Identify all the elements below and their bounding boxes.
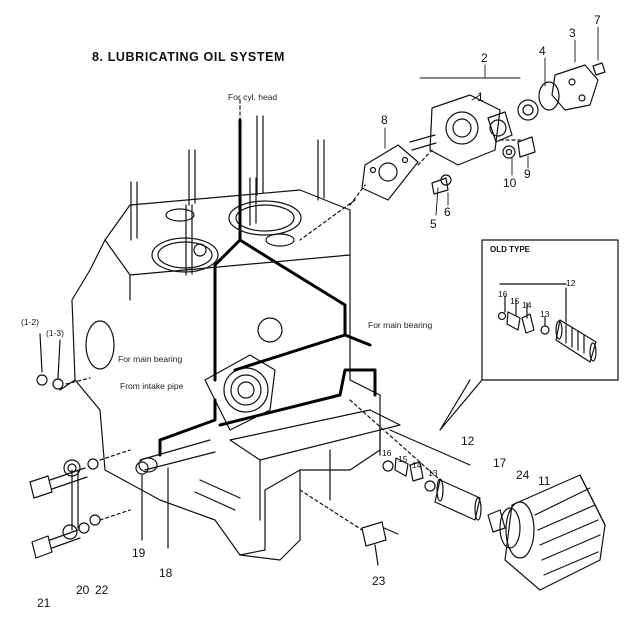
callout-19: 19 xyxy=(132,546,146,560)
callout-20: 20 xyxy=(76,583,90,597)
callout-1-3: (1-3) xyxy=(46,328,64,338)
callout-7: 7 xyxy=(594,13,601,27)
engine-block xyxy=(59,115,401,561)
callout-1-2: (1-2) xyxy=(21,317,39,327)
note-from-intake-pipe: From intake pipe xyxy=(120,381,184,391)
callout-21: 21 xyxy=(37,596,51,610)
callout-23: 23 xyxy=(372,574,386,588)
inset-part-14: 14 xyxy=(522,300,532,310)
old-type-inset xyxy=(439,239,619,431)
oil-pump-assembly xyxy=(299,62,606,241)
callout-12: 12 xyxy=(461,434,475,448)
callout-6: 6 xyxy=(444,205,451,219)
callout-4: 4 xyxy=(539,44,546,58)
callout-24: 24 xyxy=(516,468,530,482)
callout-13: 13 xyxy=(428,468,438,478)
callout-3: 3 xyxy=(569,26,576,40)
oil-filter-assembly xyxy=(349,399,606,591)
callout-14: 14 xyxy=(412,460,422,470)
callout-1: 1 xyxy=(477,90,484,104)
left-fittings xyxy=(29,333,399,566)
inset-part-12: 12 xyxy=(566,278,576,288)
oil-passage-path xyxy=(158,118,377,457)
callout-16: 16 xyxy=(382,448,392,458)
callout-8: 8 xyxy=(381,113,388,127)
callout-11: 11 xyxy=(538,474,551,488)
callout-5: 5 xyxy=(430,217,437,231)
note-for-cyl-head: For cyl. head xyxy=(228,92,278,102)
callout-9: 9 xyxy=(524,167,531,181)
note-for-main-bearing-left: For main bearing xyxy=(118,354,183,364)
inset-part-15: 15 xyxy=(510,296,520,306)
callout-15: 15 xyxy=(398,454,408,464)
callout-18: 18 xyxy=(159,566,173,580)
callout-10: 10 xyxy=(503,176,517,190)
diagram-title: 8. LUBRICATING OIL SYSTEM xyxy=(92,50,286,64)
leader-lines xyxy=(384,26,599,216)
note-for-main-bearing-right: For main bearing xyxy=(368,320,433,330)
inset-part-13: 13 xyxy=(540,309,550,319)
callout-2: 2 xyxy=(481,51,488,65)
inset-part-16: 16 xyxy=(498,289,508,299)
callout-17: 17 xyxy=(493,456,507,470)
callout-22: 22 xyxy=(95,583,109,597)
inset-label: OLD TYPE xyxy=(490,245,531,254)
